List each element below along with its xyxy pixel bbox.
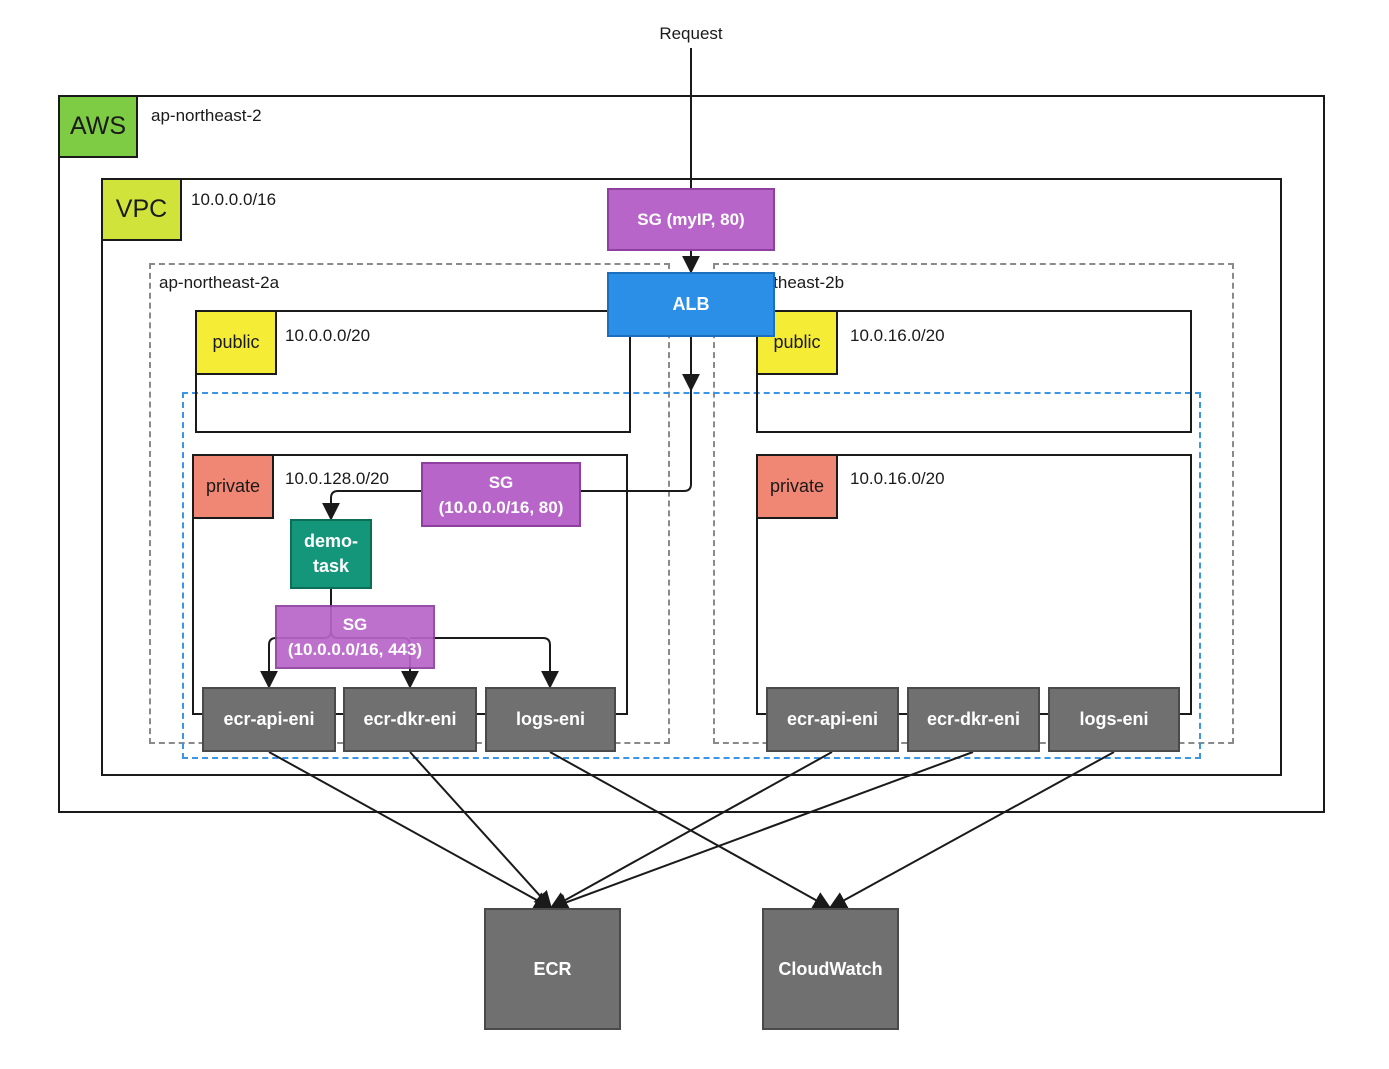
demo-task-node: demo- task <box>290 519 372 589</box>
aws-region-label: ap-northeast-2 <box>151 106 262 125</box>
ecr-service: ECR <box>484 908 621 1030</box>
vpc-tag: VPC <box>101 178 182 241</box>
task-security-group: SG (10.0.0.0/16, 80) <box>421 462 581 527</box>
ecr-api-eni-b: ecr-api-eni <box>766 687 899 752</box>
az-a-label: ap-northeast-2a <box>159 273 280 292</box>
request-label: Request <box>659 24 723 43</box>
private-subnet-b-cidr: 10.0.16.0/20 <box>850 469 945 488</box>
alb-node: ALB <box>607 272 775 337</box>
private-subnet-a-cidr: 10.0.128.0/20 <box>285 469 389 488</box>
logs-eni-b: logs-eni <box>1048 687 1180 752</box>
ecr-dkr-eni-a: ecr-dkr-eni <box>343 687 477 752</box>
public-subnet-a-cidr: 10.0.0.0/20 <box>285 326 371 345</box>
private-subnet-a-tag: private <box>192 454 274 519</box>
public-subnet-a-tag: public <box>195 310 277 375</box>
private-subnet-b-tag: private <box>756 454 838 519</box>
ecr-api-eni-a: ecr-api-eni <box>202 687 336 752</box>
ecr-dkr-eni-b: ecr-dkr-eni <box>907 687 1040 752</box>
public-subnet-b-cidr: 10.0.16.0/20 <box>850 326 945 345</box>
endpoint-security-group: SG (10.0.0.0/16, 443) <box>275 605 435 669</box>
vpc-cidr-label: 10.0.0.0/16 <box>191 190 277 209</box>
cloudwatch-service: CloudWatch <box>762 908 899 1030</box>
logs-eni-a: logs-eni <box>485 687 616 752</box>
alb-security-group: SG (myIP, 80) <box>607 188 775 251</box>
aws-tag: AWS <box>58 95 138 158</box>
